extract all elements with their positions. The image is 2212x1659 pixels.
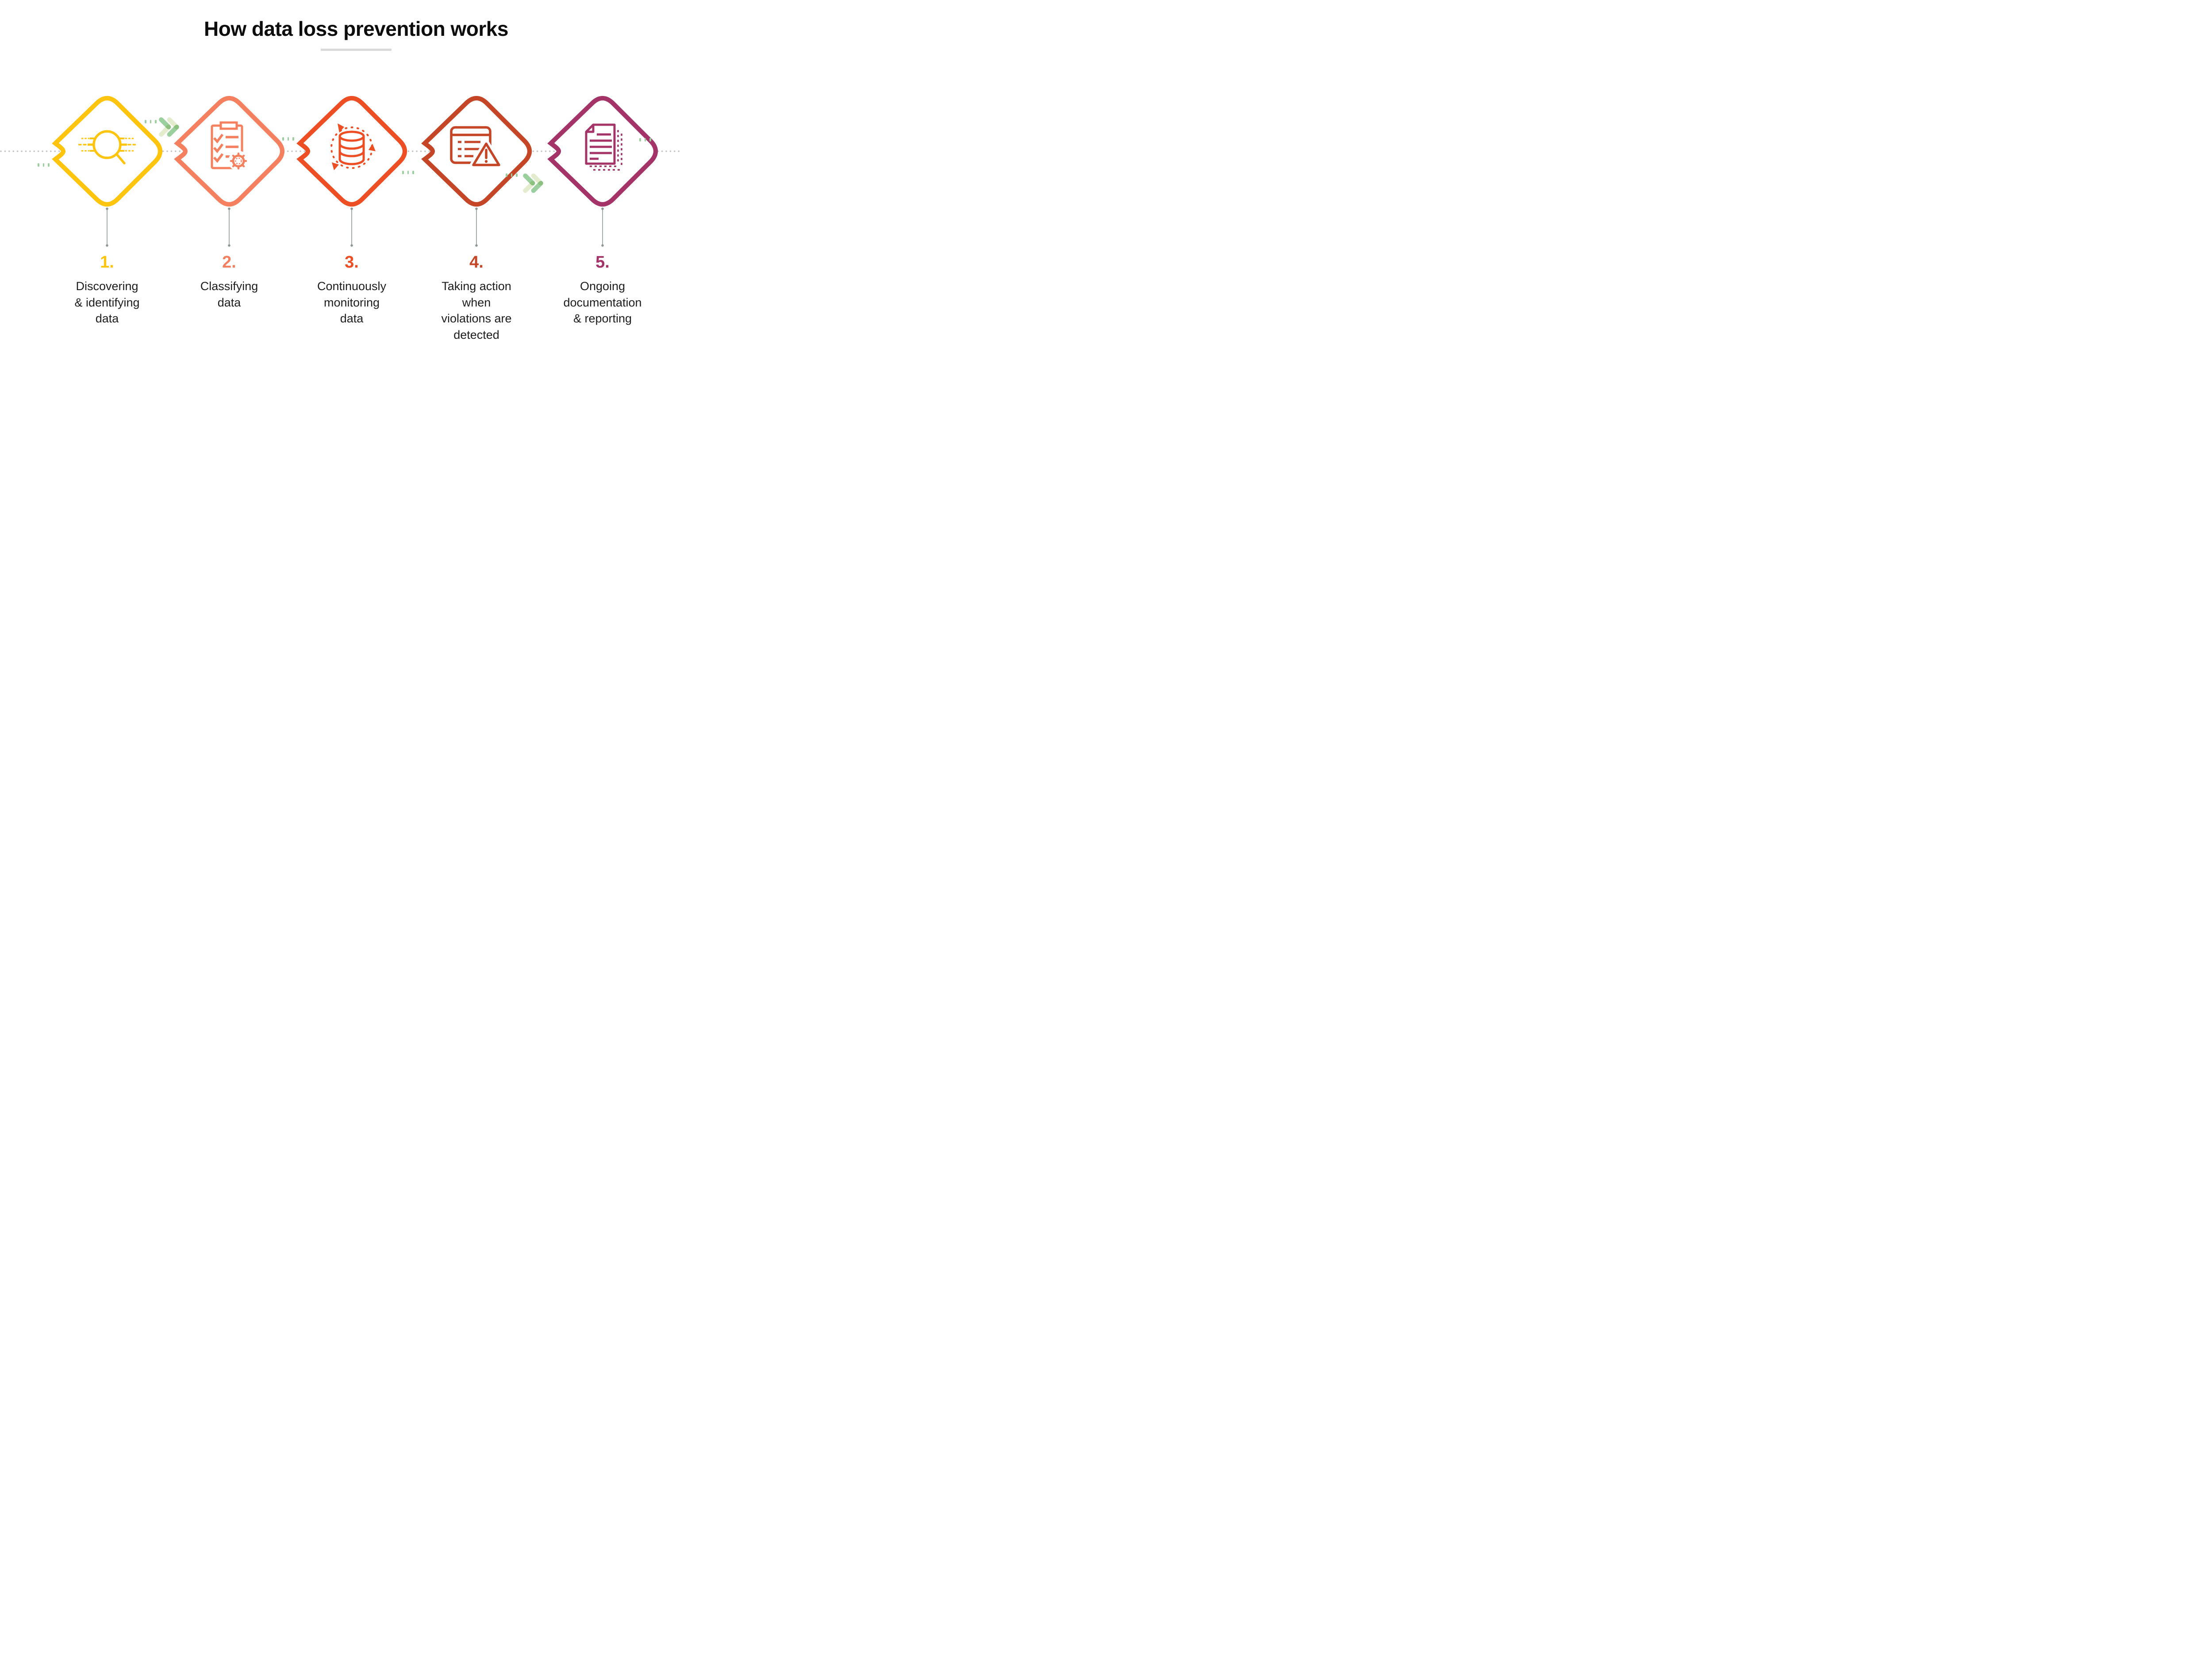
database-sync-icon <box>323 120 380 178</box>
search-icon <box>78 120 136 178</box>
step-label: Continuously monitoring data <box>317 280 387 325</box>
ellipsis-dots-icon <box>38 163 50 167</box>
step-number: 2. <box>222 253 236 272</box>
step-label: Ongoing documentation & reporting <box>563 280 642 325</box>
diamond-outline-1 <box>41 85 173 218</box>
double-chevron-right-icon <box>522 173 545 196</box>
connector-line <box>601 207 604 247</box>
ellipsis-dots-icon <box>282 137 294 141</box>
ellipsis-dots-icon <box>145 120 157 123</box>
page-title: How data loss prevention works <box>204 17 508 40</box>
infographic-canvas: How data loss prevention works <box>0 0 681 383</box>
connector-line <box>106 207 108 247</box>
double-chevron-right-icon <box>157 117 180 140</box>
step-number: 1. <box>100 253 114 272</box>
checklist-clipboard-icon <box>200 120 258 178</box>
step-label: Discovering & identifying data <box>74 280 140 325</box>
alert-window-icon <box>448 120 505 178</box>
connector-line <box>475 207 478 247</box>
ellipsis-dots-icon <box>639 138 651 142</box>
title-underline <box>321 49 392 51</box>
connector-line <box>350 207 353 247</box>
step-label: Taking action when violations are detect… <box>441 280 512 341</box>
step-number: 5. <box>595 253 610 272</box>
ellipsis-dots-icon <box>506 173 518 177</box>
connector-line <box>228 207 230 247</box>
step-number: 3. <box>345 253 359 272</box>
ellipsis-dots-icon <box>402 171 414 174</box>
documents-icon <box>574 120 631 178</box>
step-number: 4. <box>469 253 484 272</box>
step-label: Classifying data <box>200 280 258 309</box>
